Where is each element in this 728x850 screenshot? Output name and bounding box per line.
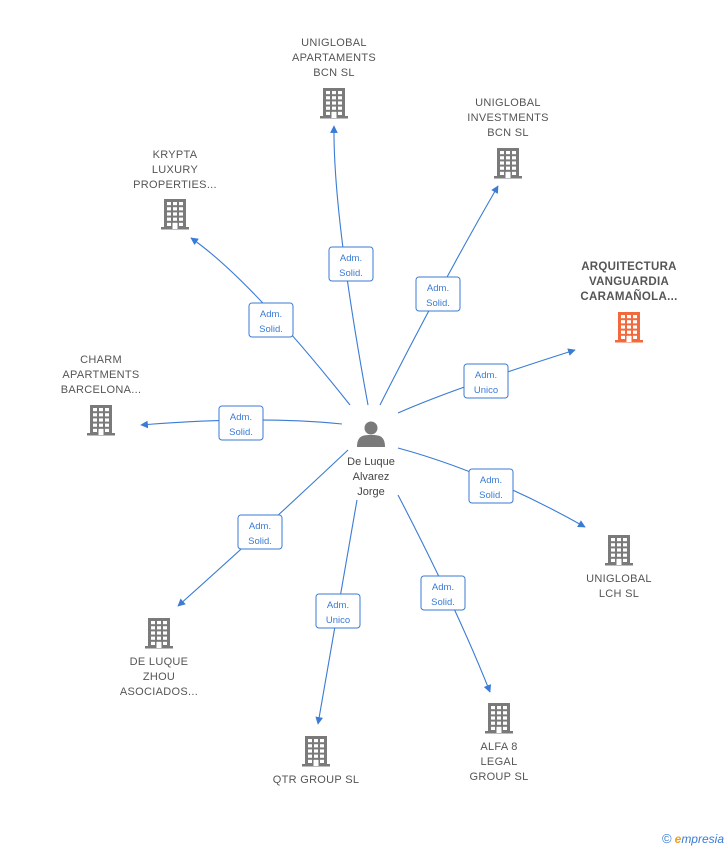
company-label-uniglobal-lch[interactable]: UNIGLOBAL [586, 573, 652, 585]
copyright-icon: © [662, 831, 672, 846]
edge-krypta-luxury [190, 237, 351, 406]
company-label-uniglobal-apartaments[interactable]: UNIGLOBAL [301, 37, 367, 49]
company-label-alfa-8-legal[interactable]: ALFA 8 [480, 741, 517, 753]
role-badge-text: Solid. [479, 490, 503, 501]
center-person-name-line[interactable]: Alvarez [353, 471, 390, 483]
role-badge-text: Adm. [475, 370, 497, 381]
role-badge-text: Unico [326, 615, 350, 626]
building-icon-uniglobal-lch[interactable] [605, 535, 633, 566]
role-badge-uniglobal-investments: Adm. Solid. [415, 276, 461, 312]
brand-logo-e: e [674, 832, 682, 846]
role-badge-text: Adm. [230, 412, 252, 423]
role-badge-uniglobal-lch: Adm. Solid. [468, 468, 514, 504]
company-label-de-luque-zhou[interactable]: ASOCIADOS... [120, 686, 198, 698]
footer-brand: ©empresia [662, 831, 724, 846]
building-icon-alfa-8-legal[interactable] [485, 703, 513, 734]
center-person-name-line[interactable]: De Luque [347, 456, 395, 468]
company-label-arquitectura-vanguardia[interactable]: CARAMAÑOLA... [580, 290, 677, 303]
role-badge-text: Adm. [249, 521, 271, 532]
role-badge-arquitectura-vanguardia: Adm. Unico [463, 363, 509, 399]
company-label-de-luque-zhou[interactable]: ZHOU [143, 671, 175, 683]
building-icon-charm-apartments[interactable] [87, 405, 115, 436]
company-label-charm-apartments[interactable]: APARTMENTS [62, 369, 139, 381]
company-label-uniglobal-apartaments[interactable]: APARTAMENTS [292, 52, 376, 64]
role-badge-uniglobal-apartaments: Adm. Solid. [328, 246, 374, 282]
role-badge-text: Adm. [340, 253, 362, 264]
company-label-uniglobal-investments[interactable]: BCN SL [487, 127, 529, 139]
role-badge-text: Solid. [426, 298, 450, 309]
role-badge-text: Adm. [427, 283, 449, 294]
company-label-charm-apartments[interactable]: BARCELONA... [61, 384, 142, 396]
role-badge-krypta-luxury: Adm. Solid. [248, 302, 294, 338]
role-badge-text: Adm. [327, 600, 349, 611]
role-badge-text: Adm. [480, 475, 502, 486]
role-badge-de-luque-zhou: Adm. Solid. [237, 514, 283, 550]
company-label-uniglobal-apartaments[interactable]: BCN SL [313, 67, 355, 79]
company-label-alfa-8-legal[interactable]: GROUP SL [469, 771, 528, 783]
company-label-arquitectura-vanguardia[interactable]: ARQUITECTURA [581, 261, 677, 273]
role-badge-charm-apartments: Adm. Solid. [218, 405, 264, 441]
company-label-krypta-luxury[interactable]: KRYPTA [153, 149, 198, 161]
role-badge-text: Solid. [259, 324, 283, 335]
company-label-arquitectura-vanguardia[interactable]: VANGUARDIA [589, 276, 669, 288]
building-icon-arquitectura-vanguardia[interactable] [615, 312, 643, 343]
building-icon-krypta-luxury[interactable] [161, 199, 189, 230]
company-label-qtr-group[interactable]: QTR GROUP SL [273, 774, 360, 786]
company-label-de-luque-zhou[interactable]: DE LUQUE [130, 656, 189, 668]
company-label-alfa-8-legal[interactable]: LEGAL [481, 756, 518, 768]
building-icon-uniglobal-investments[interactable] [494, 148, 522, 179]
building-icon-uniglobal-apartaments[interactable] [320, 88, 348, 119]
role-badge-text: Solid. [431, 597, 455, 608]
edge-uniglobal-apartaments [330, 125, 369, 406]
company-label-charm-apartments[interactable]: CHARM [80, 354, 122, 366]
role-badge-alfa-8-legal: Adm. Solid. [420, 575, 466, 611]
role-badge-text: Solid. [229, 427, 253, 438]
company-label-uniglobal-lch[interactable]: LCH SL [599, 588, 639, 600]
company-label-uniglobal-investments[interactable]: INVESTMENTS [467, 112, 549, 124]
role-badge-text: Solid. [339, 268, 363, 279]
role-badge-text: Adm. [432, 582, 454, 593]
brand-logo-text: mpresia [681, 832, 724, 846]
role-badge-text: Adm. [260, 309, 282, 320]
building-icon-qtr-group[interactable] [302, 736, 330, 767]
center-person-name-line[interactable]: Jorge [357, 486, 385, 498]
company-label-krypta-luxury[interactable]: PROPERTIES... [133, 179, 217, 191]
role-badge-text: Solid. [248, 536, 272, 547]
role-badge-qtr-group: Adm. Unico [315, 593, 361, 629]
company-label-uniglobal-investments[interactable]: UNIGLOBAL [475, 97, 541, 109]
role-badge-text: Unico [474, 385, 498, 396]
person-icon[interactable] [357, 421, 385, 448]
building-icon-de-luque-zhou[interactable] [145, 618, 173, 649]
company-label-krypta-luxury[interactable]: LUXURY [152, 164, 199, 176]
